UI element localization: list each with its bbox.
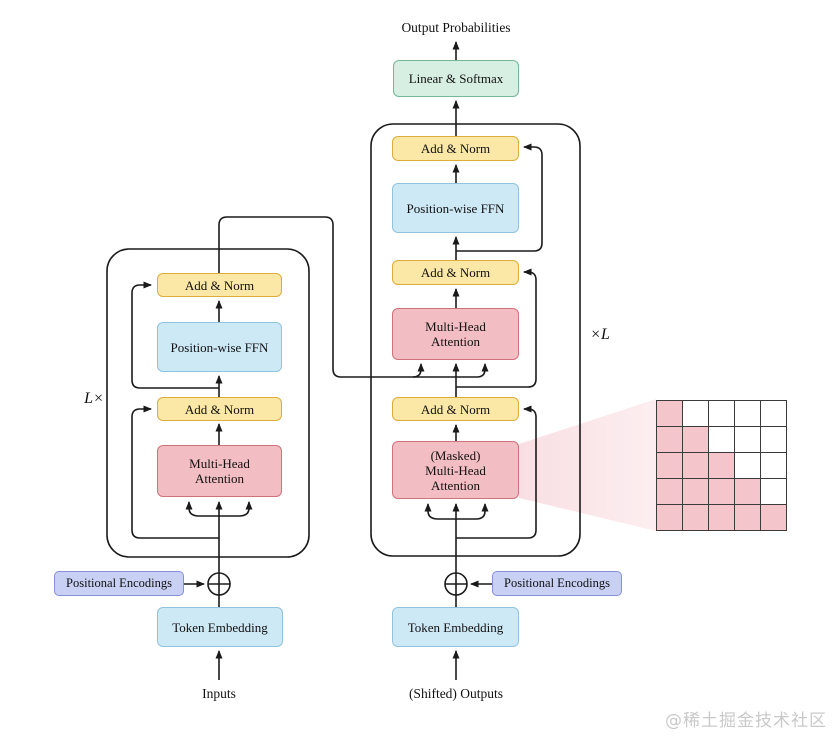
add-norm-label: Add & Norm (420, 265, 491, 280)
multi-head-attention-label: Multi-Head Attention (425, 319, 486, 349)
mask-attention-beam (519, 399, 656, 531)
add-norm-label: Add & Norm (184, 277, 255, 293)
mask-cell-attended (657, 479, 683, 505)
decoder-addnorm-top-box: Add & Norm (392, 136, 519, 161)
linear-softmax-box: Linear & Softmax (393, 60, 519, 97)
add-norm-label: Add & Norm (420, 401, 491, 417)
mask-cell-attended (709, 479, 735, 505)
linear-softmax-label: Linear & Softmax (408, 71, 504, 86)
decoder-ffn-residual (456, 143, 543, 252)
mask-cell-masked (735, 427, 761, 453)
decoder-repeat-label: ×L (590, 326, 610, 343)
ffn-label: Position-wise FFN (170, 339, 269, 355)
mask-cell-masked (709, 427, 735, 453)
mask-cell-attended (657, 505, 683, 531)
mask-cell-masked (735, 401, 761, 427)
add-norm-label: Add & Norm (420, 141, 491, 156)
mask-cell-attended (735, 505, 761, 531)
inputs-label: Inputs (202, 686, 236, 701)
mask-cell-attended (683, 479, 709, 505)
watermark: @稀土掘金技术社区 (665, 711, 827, 731)
decoder-cross-attention-box: Multi-Head Attention (392, 308, 519, 360)
encoder-attn-branch-right (219, 501, 253, 517)
encoder-attn-branch-left (185, 501, 219, 517)
mask-cell-masked (761, 479, 787, 505)
encoder-multi-head-attention-box: Multi-Head Attention (157, 445, 282, 497)
mask-cell-masked (761, 453, 787, 479)
positional-encodings-left-box: Positional Encodings (54, 571, 184, 596)
mask-cell-attended (735, 479, 761, 505)
flow-arrows (131, 41, 543, 680)
masked-attn-branch-right (456, 503, 489, 520)
shifted-outputs-label: (Shifted) Outputs (408, 686, 504, 701)
decoder-ffn-box: Position-wise FFN (392, 183, 519, 233)
mask-cell-attended (657, 401, 683, 427)
mask-cell-masked (735, 453, 761, 479)
token-embedding-left-box: Token Embedding (157, 607, 283, 647)
mask-cell-attended (683, 453, 709, 479)
add-circle-right (444, 572, 468, 596)
encoder-ffn-residual (131, 281, 219, 389)
encoder-addnorm-bottom-box: Add & Norm (157, 397, 282, 421)
masked-attn-residual (456, 405, 537, 539)
mask-cell-attended (709, 453, 735, 479)
encoder-to-decoder-left (412, 363, 425, 378)
ffn-label: Position-wise FFN (406, 200, 505, 216)
masked-multi-head-attention-label: (Masked) Multi-Head Attention (425, 447, 486, 493)
add-norm-label: Add & Norm (184, 401, 255, 417)
masked-attn-branch-left (424, 503, 456, 520)
positional-encodings-label: Positional Encodings (504, 576, 610, 590)
mask-cell-masked (761, 401, 787, 427)
mask-cell-attended (657, 427, 683, 453)
mask-cell-masked (761, 427, 787, 453)
positional-encodings-label: Positional Encodings (66, 576, 172, 590)
add-circle-left (207, 572, 231, 596)
decoder-container (370, 123, 581, 557)
masked-multi-head-attention-box: (Masked) Multi-Head Attention (392, 441, 519, 499)
encoder-ffn-box: Position-wise FFN (157, 322, 282, 372)
mask-cell-masked (683, 401, 709, 427)
cross-attn-residual (456, 268, 537, 388)
mask-cell-attended (683, 505, 709, 531)
token-embedding-right-box: Token Embedding (392, 607, 519, 647)
decoder-addnorm-bottom-box: Add & Norm (392, 397, 519, 421)
token-embedding-label: Token Embedding (172, 619, 268, 635)
mask-cell-attended (683, 427, 709, 453)
mask-cell-masked (709, 401, 735, 427)
output-probabilities-label: Output Probabilities (401, 20, 511, 35)
positional-encodings-right-box: Positional Encodings (492, 571, 622, 596)
token-embedding-label: Token Embedding (407, 619, 504, 635)
multi-head-attention-label: Multi-Head Attention (189, 456, 250, 486)
encoder-attn-residual (131, 405, 219, 539)
decoder-addnorm-mid-box: Add & Norm (392, 260, 519, 285)
encoder-repeat-label: L× (84, 390, 104, 407)
mask-grid (656, 400, 787, 531)
encoder-addnorm-top-box: Add & Norm (157, 273, 282, 297)
mask-cell-attended (761, 505, 787, 531)
encoder-container (106, 248, 310, 558)
encoder-to-decoder-right (218, 216, 489, 378)
mask-cell-attended (657, 453, 683, 479)
mask-cell-attended (709, 505, 735, 531)
